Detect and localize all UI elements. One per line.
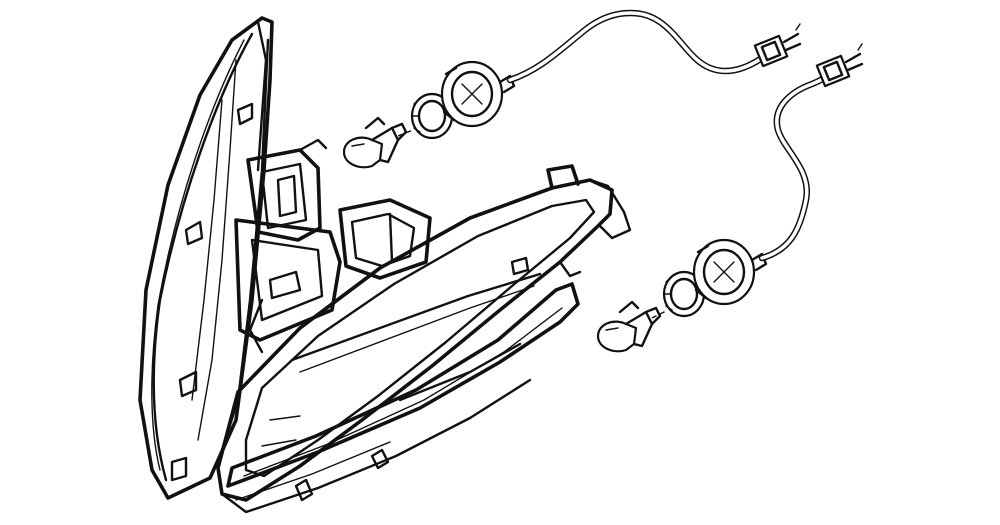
lower-connector: [815, 43, 864, 88]
lower-bulb: [596, 300, 662, 353]
lower-wire: [758, 68, 836, 262]
lower-bulb-group: [596, 43, 864, 353]
lens-assembly: [216, 164, 632, 514]
upper-connector: [753, 23, 802, 68]
mounting-bracket: [234, 138, 432, 354]
upper-socket-cap: [440, 60, 516, 128]
lower-alignment-line: [651, 309, 669, 319]
headlight-housing: [138, 16, 274, 500]
upper-wire: [506, 9, 766, 84]
upper-bulb: [342, 116, 408, 169]
lower-socket-cap: [692, 238, 768, 306]
upper-bulb-group: [342, 9, 802, 169]
upper-alignment-line: [397, 127, 419, 137]
